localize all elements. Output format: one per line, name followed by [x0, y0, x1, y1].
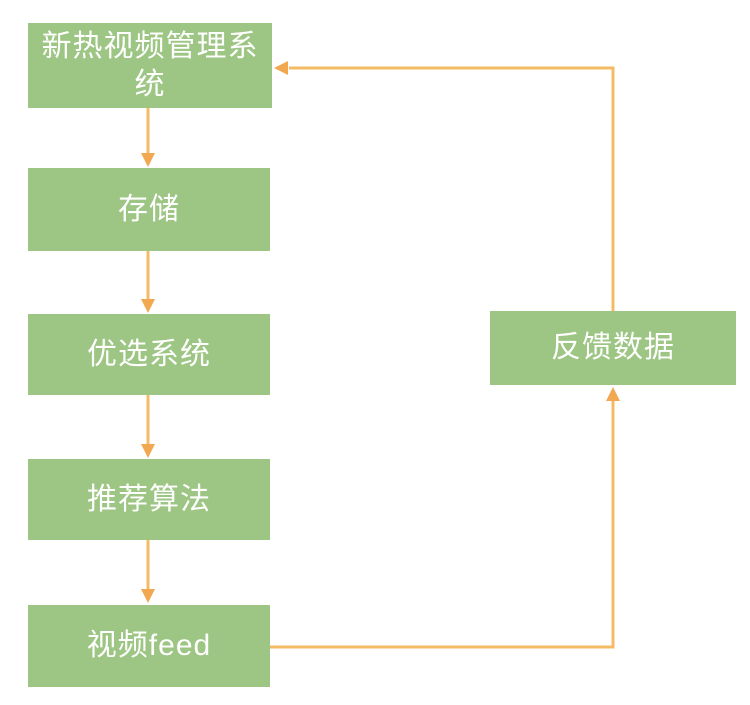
arrowhead-down-icon	[141, 444, 155, 458]
edge-management-to-storage	[141, 108, 155, 167]
arrowhead-down-icon	[141, 299, 155, 313]
node-storage: 存储	[28, 168, 270, 251]
node-management-system: 新热视频管理系 统	[28, 23, 272, 108]
arrowhead-down-icon	[141, 589, 155, 603]
arrowhead-left-icon	[274, 61, 288, 75]
node-recommendation-algorithm: 推荐算法	[28, 459, 270, 540]
arrowhead-up-icon	[606, 387, 620, 401]
arrowhead-down-icon	[141, 153, 155, 167]
edge-feed-to-feedback	[270, 387, 620, 649]
edge-feedback-to-management	[274, 61, 615, 311]
node-video-feed: 视频feed	[28, 605, 270, 687]
edge-selection-to-recommend	[141, 395, 155, 458]
edge-storage-to-selection	[141, 251, 155, 313]
node-feedback-data: 反馈数据	[490, 311, 736, 385]
node-selection-system: 优选系统	[28, 314, 270, 395]
edge-recommend-to-feed	[141, 540, 155, 603]
